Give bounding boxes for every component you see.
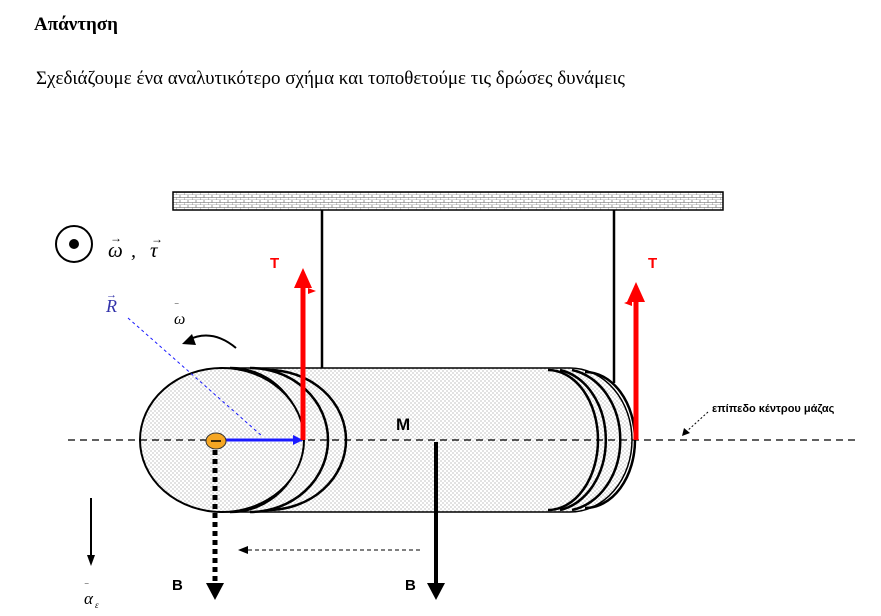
weight-label-left: B bbox=[172, 577, 183, 594]
mass-label: M bbox=[396, 415, 410, 434]
radius-label-arrow: → bbox=[106, 289, 117, 301]
cm-plane-pointer-head bbox=[682, 428, 690, 436]
out-of-page-dot bbox=[69, 239, 79, 249]
radius-label: R bbox=[105, 296, 117, 316]
acceleration-subscript: ε bbox=[95, 600, 99, 610]
cm-plane-label: επίπεδο κέντρου μάζας bbox=[712, 403, 835, 415]
tension-arrowhead-right bbox=[627, 282, 645, 302]
acceleration-label: α bbox=[84, 589, 94, 608]
weight-arrowhead-center bbox=[427, 583, 445, 600]
legend-omega-label: ω bbox=[108, 238, 123, 262]
legend-tau-arrow: → bbox=[151, 232, 163, 246]
legend-tau-label: τ bbox=[150, 238, 159, 262]
cm-plane-pointer bbox=[685, 411, 709, 433]
omega-label-bar: ‾ bbox=[174, 303, 179, 315]
tension-label-right: T bbox=[648, 255, 657, 272]
acceleration-label-bar: ‾ bbox=[84, 583, 89, 595]
legend-omega-arrow: → bbox=[110, 231, 122, 245]
transfer-arrowhead bbox=[238, 546, 248, 554]
weight-label-center: B bbox=[405, 577, 416, 594]
intro-text: Σχεδιάζουμε ένα αναλυτικότερο σχήμα και … bbox=[36, 68, 625, 89]
rotation-arrow bbox=[187, 334, 237, 349]
weight-arrowhead-left bbox=[206, 583, 224, 600]
omega-label: ω bbox=[174, 311, 185, 328]
tension-tick-left bbox=[308, 288, 316, 294]
legend-separator: , bbox=[131, 240, 136, 262]
tension-tick-right bbox=[624, 300, 632, 306]
answer-heading: Απάντηση bbox=[34, 14, 118, 35]
acceleration-arrowhead bbox=[87, 555, 95, 566]
rotation-arrowhead bbox=[182, 334, 196, 345]
ceiling bbox=[172, 191, 724, 211]
tension-label-left: T bbox=[270, 255, 279, 272]
tension-arrowhead-left bbox=[294, 268, 312, 288]
